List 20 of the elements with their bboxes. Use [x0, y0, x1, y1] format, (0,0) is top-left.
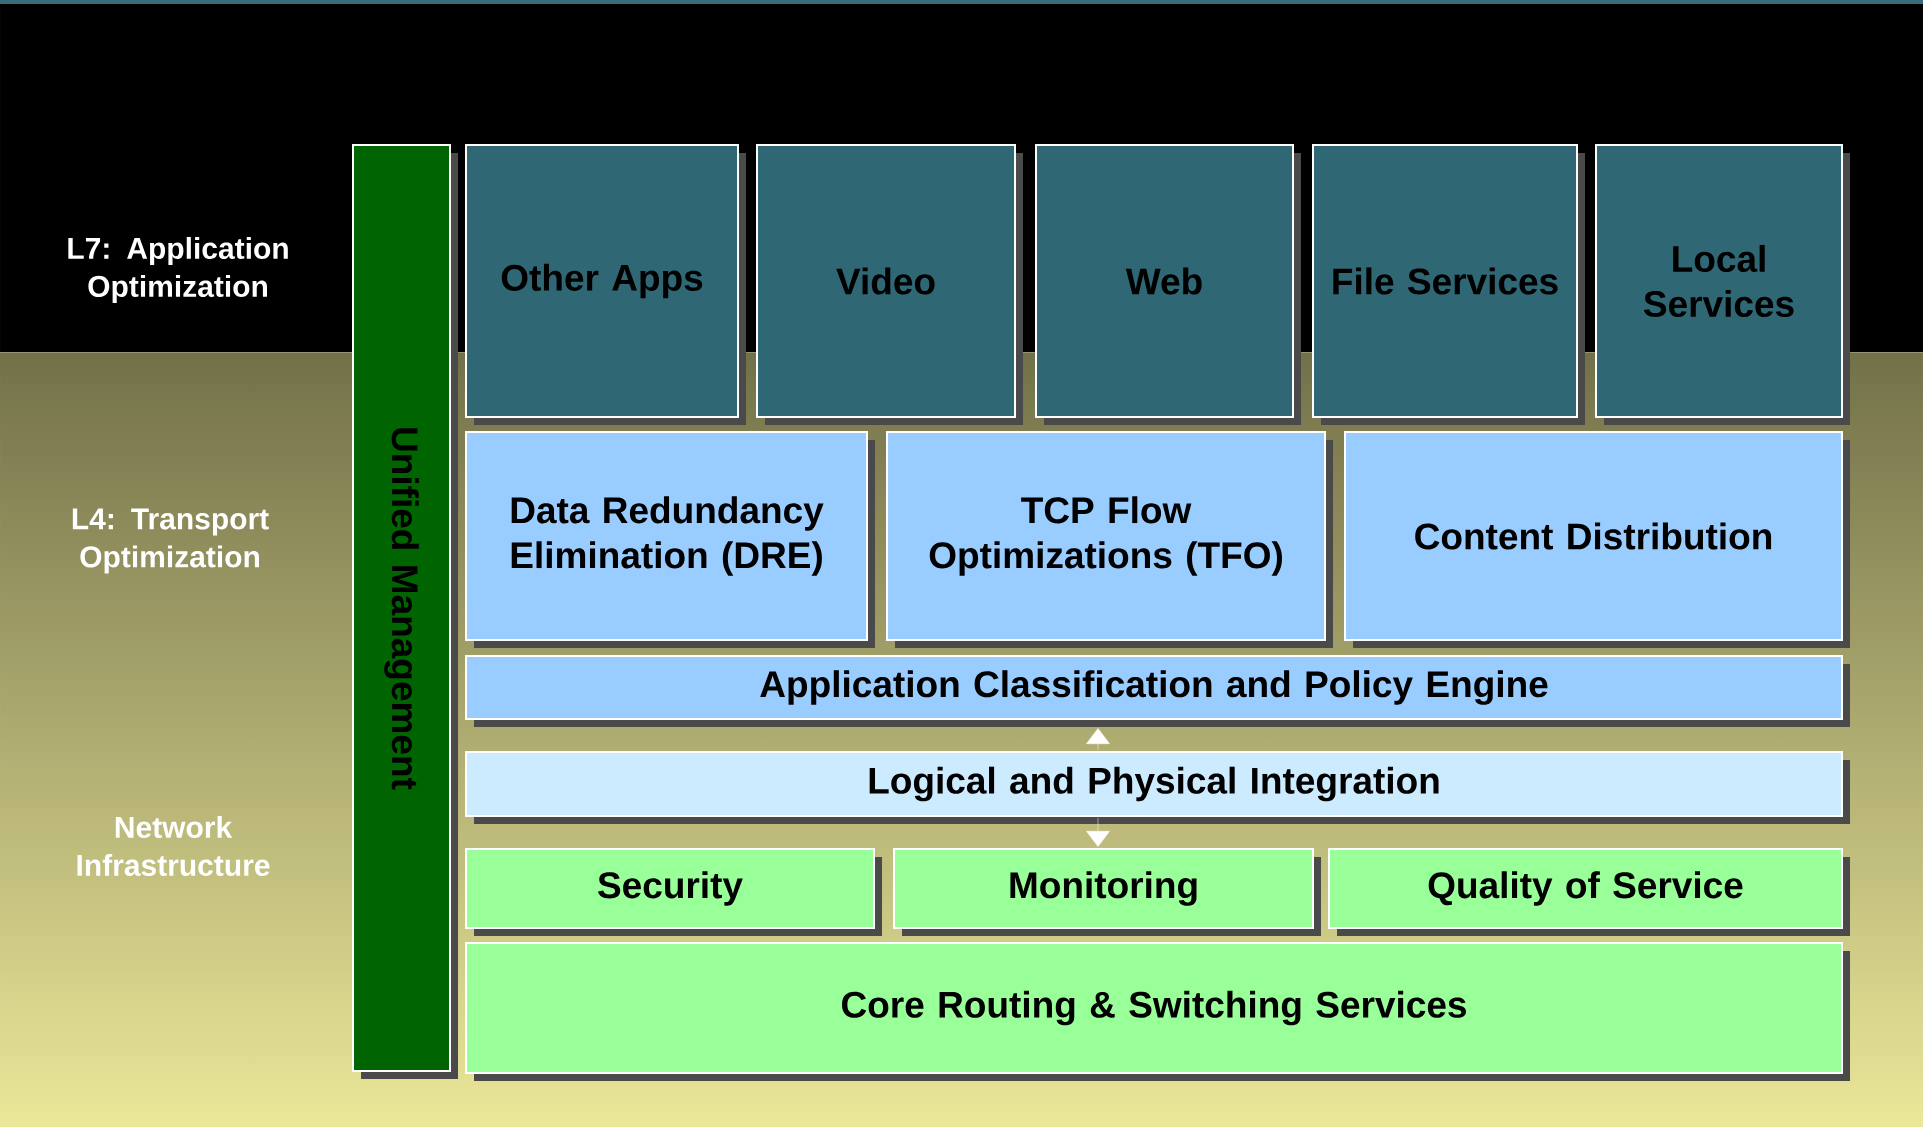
layer-label: L7: Application Optimization — [68, 237, 288, 303]
integration-bar: Logical and Physical Integration — [465, 751, 1843, 817]
application-box: Video — [756, 144, 1016, 418]
transport-box: Data Redundancy Elimination (DRE) — [465, 431, 868, 641]
application-box: Local Services — [1595, 144, 1843, 418]
service-box: Monitoring — [893, 848, 1314, 929]
management-bar: Unified Management — [352, 144, 451, 1072]
application-box: Web — [1035, 144, 1294, 418]
arrow — [1086, 817, 1110, 847]
layer-label: L4: Transport Optimization — [72, 508, 269, 574]
transport-box: Content Distribution — [1344, 431, 1843, 641]
arrow — [1086, 728, 1110, 751]
service-box: Quality of Service — [1328, 848, 1843, 929]
engine-bar: Application Classification and Policy Engine — [465, 655, 1843, 720]
service-box: Security — [465, 848, 875, 929]
core-services-bar: Core Routing & Switching Services — [465, 942, 1843, 1074]
layer-label: Network Infrastructure — [77, 816, 270, 876]
transport-box: TCP Flow Optimizations (TFO) — [886, 431, 1326, 641]
application-box: File Services — [1312, 144, 1578, 418]
application-box: Other Apps — [465, 144, 739, 418]
